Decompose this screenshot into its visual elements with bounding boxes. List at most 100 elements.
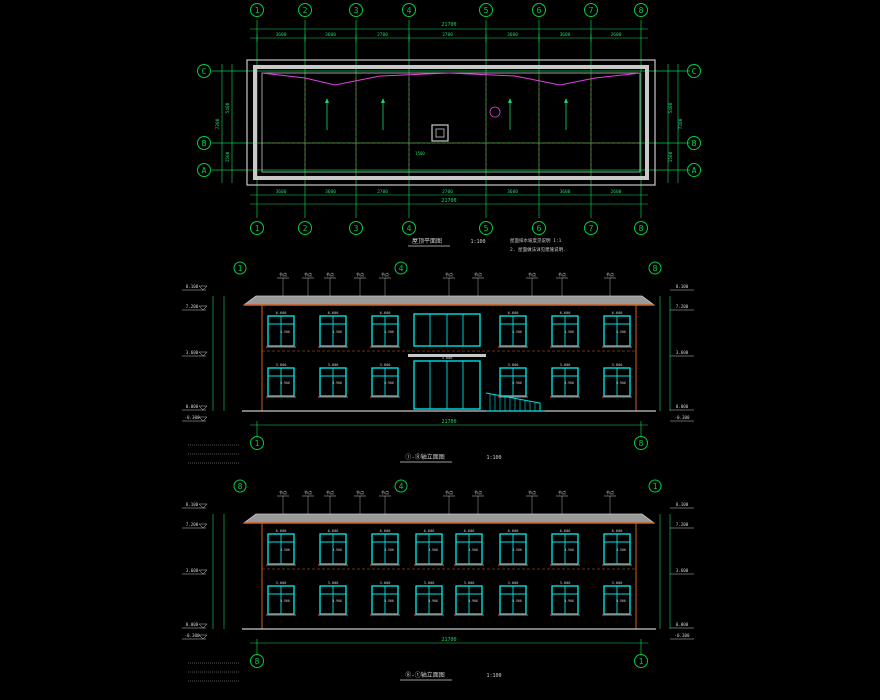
plan-axis-bubble-top-4 (402, 3, 416, 17)
rear-window-level-text: 3.000 (276, 581, 287, 585)
front-window-level-text: 6.600 (380, 311, 391, 315)
rear-callout-text: 节点 (304, 489, 312, 495)
front-level-right-text: 7.200 (676, 304, 689, 309)
front-window-level-text: 3.000 (328, 363, 339, 367)
front-callout-text: 节点 (356, 271, 364, 277)
plan-axis-bubble-top-5-label: 5 (484, 6, 489, 15)
rear-window-sill-text: 0.900 (616, 599, 626, 603)
rear-callout-text: 节点 (445, 489, 453, 495)
rear-level-right-text: 7.200 (676, 522, 689, 527)
rear-level-right-text: 3.600 (676, 568, 689, 573)
front-window-level-text: 3.000 (380, 363, 391, 367)
plan-row-bubble-right-C-label: C (692, 67, 697, 76)
plan-dim-overall-top-text: 21700 (441, 22, 456, 28)
rear-level-left-triangle (198, 523, 208, 529)
plan-dim-right-text: 7200 (678, 118, 684, 129)
rear-window-sill-text: 0.900 (280, 599, 290, 603)
front-window-sill-text: 0.900 (384, 381, 394, 385)
front-level-left-text: 0.000 (186, 404, 199, 409)
plan-axis-bubble-top-1 (250, 3, 264, 17)
plan-row-bubble-left-A-label: A (202, 166, 207, 175)
plan-dim-left-text: 1500 (225, 151, 231, 162)
rear-window-level-text: 6.600 (464, 529, 475, 533)
rear-callout-text: 节点 (606, 489, 614, 495)
plan-axis-bubble-bottom-6 (532, 221, 546, 235)
front-entrance-canopy (408, 354, 486, 357)
front-callout-text: 节点 (304, 271, 312, 277)
rear-callout-text: 节点 (279, 489, 287, 495)
rear-level-left-triangle (198, 503, 208, 509)
front-callout-text: 节点 (445, 271, 453, 277)
front-level-left-triangle (198, 416, 208, 422)
plan-ridge-line-left (261, 72, 450, 86)
front-level-left-text: -0.300 (184, 415, 200, 420)
rear-window-level-text: 6.600 (612, 529, 623, 533)
front-callout-text: 节点 (606, 271, 614, 277)
rear-window-sill-text: 4.500 (428, 548, 438, 552)
front-level-left-triangle (198, 305, 208, 311)
rear-callout-text: 节点 (326, 489, 334, 495)
front-callout-text: 节点 (326, 271, 334, 277)
rear-level-right-text: 8.100 (676, 502, 689, 507)
rear-window-sill-text: 0.900 (512, 599, 522, 603)
plan-axis-bubble-top-5 (479, 3, 493, 17)
plan-dim-bay-top-text: 3600 (325, 32, 336, 38)
front-window-sill-text: 4.500 (332, 330, 342, 334)
plan-axis-bubble-top-2-label: 2 (303, 6, 308, 15)
front-axis-bubble-top-right (648, 261, 662, 275)
rear-level-left-text: 0.000 (186, 622, 199, 627)
front-callout-text: 节点 (279, 271, 287, 277)
front-window-level-text: 3.000 (560, 363, 571, 367)
rear-axis-bubble-bottom-right-label: 1 (639, 657, 644, 666)
plan-dim-bay-bottom-text: 3600 (325, 189, 336, 195)
front-window-sill-text: 0.900 (564, 381, 574, 385)
plan-drain-arrow-head (564, 98, 568, 103)
rear-roof-tiles (242, 513, 656, 524)
rear-axis-bubble-bottom-left (250, 654, 264, 668)
plan-dim-bay-top-text: 3600 (507, 32, 518, 38)
front-window-sill-text: 0.900 (512, 381, 522, 385)
front-callout-text: 节点 (528, 271, 536, 277)
rear-level-left-text: 7.200 (186, 522, 199, 527)
front-window-sill-text: 0.900 (280, 381, 290, 385)
plan-axis-bubble-top-6 (532, 3, 546, 17)
rear-axis-bubble-top-left (233, 479, 247, 493)
front-axis-bubble-top-mid-label: 4 (399, 264, 404, 273)
rear-window-sill-text: 4.500 (468, 548, 478, 552)
rear-window-level-text: 3.000 (464, 581, 475, 585)
front-axis-bubble-bottom-left (250, 436, 264, 450)
rear-window-level-text: 6.600 (380, 529, 391, 533)
rear-scale: 1:100 (486, 673, 501, 679)
rear-callout-text: 节点 (381, 489, 389, 495)
front-level-right-text: -0.300 (674, 415, 690, 420)
rear-window-sill-text: 0.900 (428, 599, 438, 603)
front-window-level-text: 6.600 (560, 311, 571, 315)
plan-dim-bay-top-text: 2700 (442, 32, 453, 38)
plan-axis-bubble-bottom-3 (349, 221, 363, 235)
plan-axis-bubble-bottom-8 (634, 221, 648, 235)
front-window-sill-text: 4.500 (512, 330, 522, 334)
plan-axis-bubble-bottom-2 (298, 221, 312, 235)
rear-callout-text: 节点 (356, 489, 364, 495)
rear-axis-bubble-top-right (648, 479, 662, 493)
front-level-left-triangle (198, 351, 208, 357)
rear-window-level-text: 3.000 (612, 581, 623, 585)
rear-axis-bubble-top-left-label: 8 (238, 482, 243, 491)
rear-window-level-text: 3.000 (380, 581, 391, 585)
plan-roof-hatch (431, 124, 449, 142)
plan-axis-bubble-top-3 (349, 3, 363, 17)
plan-axis-bubble-bottom-4-label: 4 (407, 224, 412, 233)
plan-drain-arrow-head (508, 98, 512, 103)
plan-title: 屋顶平面图 (412, 238, 442, 245)
front-axis-bubble-top-left (233, 261, 247, 275)
plan-axis-bubble-bottom-8-label: 8 (639, 224, 644, 233)
plan-row-bubble-right-B-label: B (692, 139, 697, 148)
front-callout-text: 节点 (474, 271, 482, 277)
plan-axis-bubble-top-8-label: 8 (639, 6, 644, 15)
front-axis-bubble-bottom-left-label: 1 (255, 439, 260, 448)
plan-row-bubble-left-C-label: C (202, 67, 207, 76)
plan-dim-bay-bottom-text: 2700 (442, 189, 453, 195)
front-axis-bubble-bottom-right (634, 436, 648, 450)
